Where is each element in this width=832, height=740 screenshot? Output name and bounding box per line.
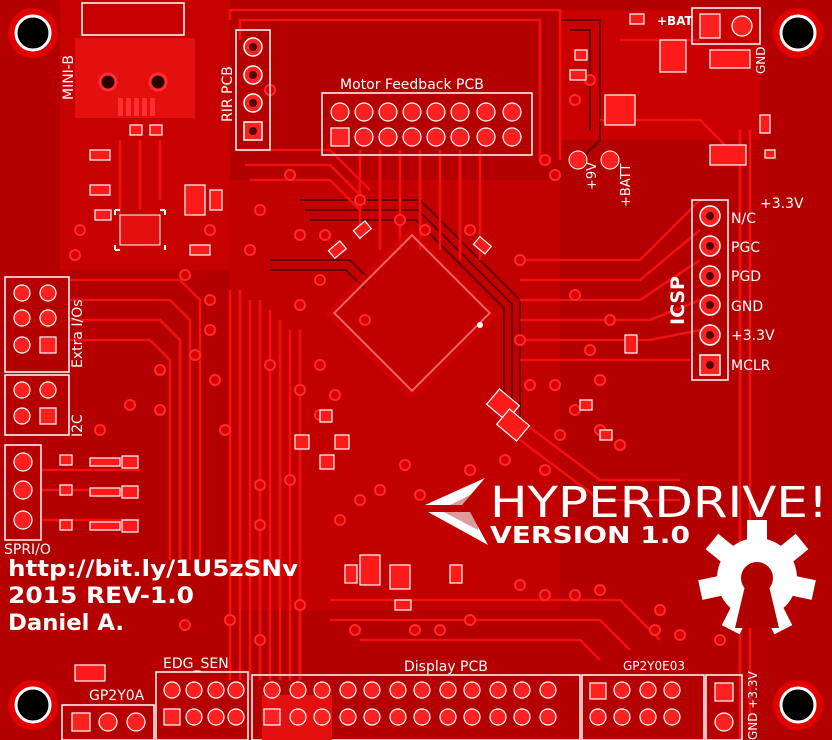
gp2y0a-label: GP2Y0A: [89, 688, 145, 704]
spr-io-header: [4, 444, 42, 541]
icsp-pin-1: N/C: [731, 211, 756, 227]
icsp-pin-2: PGC: [731, 240, 760, 256]
smd-components: [59, 13, 776, 682]
edg-sen-label: EDG_SEN: [163, 656, 229, 672]
display-pcb-label: Display PCB: [404, 659, 488, 675]
plus-33v-top-label: +3.3V: [760, 196, 804, 212]
rir-pcb-header: [235, 29, 271, 151]
board-version: VERSION 1.0: [490, 523, 690, 549]
board-title: HYPERDRIVE!: [490, 478, 828, 528]
board-author: Daniel A.: [8, 611, 124, 636]
extra-ios-header: [4, 276, 70, 373]
mounting-holes: [8, 8, 823, 730]
battery-header: [691, 7, 761, 45]
usb-mini-b-connector: [75, 2, 195, 118]
plus-batt-label: +BATT: [619, 164, 634, 207]
motor-feedback-label: Motor Feedback PCB: [340, 77, 484, 93]
gp2y0e03-label: GP2Y0E03: [623, 659, 685, 673]
icsp-label: ICSP: [667, 276, 689, 325]
icsp-pin-6: MCLR: [731, 358, 771, 374]
hyperdrive-logo-icon: [425, 478, 488, 545]
icsp-pin-4: GND: [731, 299, 763, 315]
microcontroller: [325, 226, 499, 400]
spr-io-label: SPRI/O: [4, 542, 51, 558]
motor-feedback-header: [321, 92, 533, 156]
i2c-header: [4, 374, 70, 436]
mini-b-label: MINI-B: [61, 55, 77, 100]
extra-ios-label: Extra I/Os: [70, 299, 86, 368]
power-pads: [568, 150, 620, 170]
edg-sen-header: [155, 671, 249, 740]
board-rev: 2015 REV-1.0: [8, 584, 194, 609]
gp2y0e03-header: [581, 674, 705, 740]
board-link: http://bit.ly/1U5zSNv: [8, 557, 299, 582]
i2c-label: I2C: [70, 414, 86, 437]
open-hardware-gear-icon: [698, 520, 816, 635]
rir-pcb-label: RIR PCB: [220, 66, 236, 122]
gnd-top-label: GND: [754, 46, 768, 74]
gnd-33v-header: [705, 674, 743, 740]
gp2y0a-header: [61, 704, 155, 740]
icsp-pin-5: +3.3V: [731, 328, 775, 344]
icsp-pin-3: PGD: [731, 269, 761, 285]
plus-9v-label: +9V: [585, 162, 600, 190]
display-pcb-header: [251, 674, 581, 740]
icsp-header: [691, 199, 729, 381]
plus-bat-label: +BAT: [657, 14, 694, 28]
gnd-33v-label: GND +3.3V: [746, 671, 760, 740]
usb-ic: [114, 209, 166, 251]
